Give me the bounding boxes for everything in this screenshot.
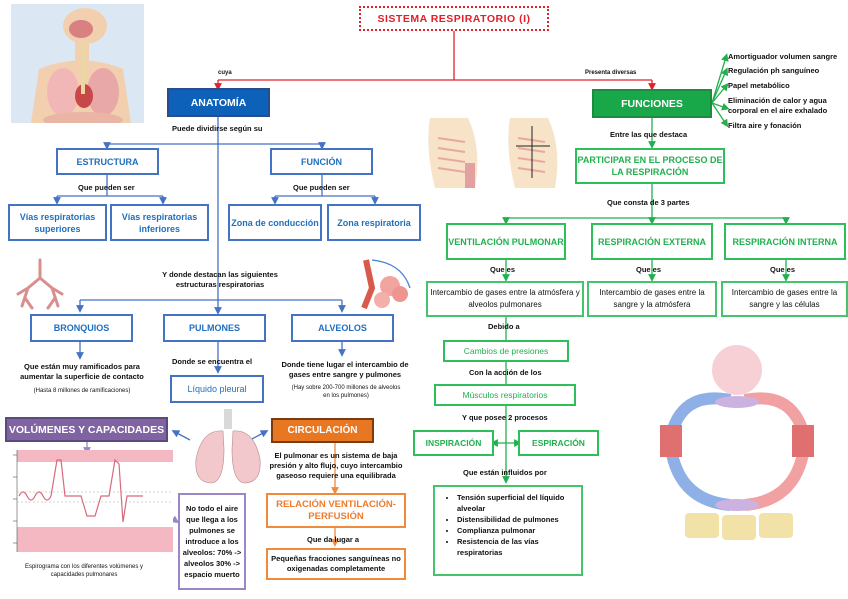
- spirogram-image: [3, 450, 173, 558]
- anatomy-divide-label: Puede dividirse según su: [172, 124, 263, 133]
- expiration-node: ESPIRACIÓN: [518, 430, 599, 456]
- volumes-node: VOLÚMENES Y CAPACIDADES: [5, 417, 168, 442]
- processes-label: Y que posee 2 procesos: [462, 413, 548, 422]
- page-title: SISTEMA RESPIRATORIO (I): [359, 6, 549, 31]
- air-distribution-note: No todo el aire que llega a los pulmones…: [178, 493, 246, 590]
- function-item: Amortiguador volumen sangre: [728, 52, 838, 61]
- pleural-fluid-node: Líquido pleural: [170, 375, 264, 403]
- bronchi-note: (Hasta 8 millones de ramificaciones): [33, 388, 131, 394]
- internal-desc-node: Intercambio de gases entre la sangre y l…: [721, 281, 848, 317]
- alveoli-icon: [361, 259, 411, 310]
- lower-airways-node: Vías respiratorias inferiores: [110, 204, 209, 241]
- action-label: Con la acción de los: [469, 368, 542, 377]
- functions-highlight-label: Entre las que destaca: [610, 130, 688, 139]
- bronchi-image: [14, 258, 66, 313]
- bronchi-icon: [16, 258, 64, 310]
- function-item: Eliminación de calor y agua corporal en …: [728, 96, 828, 115]
- parts-label: Que consta de 3 partes: [607, 198, 690, 207]
- structure-node: ESTRUCTURA: [56, 148, 159, 175]
- relation-sub-label: Que da lugar a: [307, 535, 360, 544]
- upper-airways-node: Vías respiratorias superiores: [8, 204, 107, 241]
- respiratory-system-image: [11, 4, 144, 123]
- alveoli-desc: Donde tiene lugar el intercambio de gase…: [281, 360, 409, 379]
- pulmonary-ventilation-node: VENTILACIÓN PULMONAR: [446, 223, 566, 260]
- ventilation-desc-node: Intercambio de gases entre la atmósfera …: [426, 281, 584, 317]
- alveoli-image: [352, 258, 412, 313]
- connector-label-left: cuya: [218, 70, 232, 76]
- pressure-changes-node: Cambios de presiones: [443, 340, 569, 362]
- ventilation-perfusion-node: RELACIÓN VENTILACIÓN-PERFUSIÓN: [266, 493, 406, 528]
- lungs-node: PULMONES: [163, 314, 266, 342]
- part-sub-label: Que es: [636, 265, 662, 274]
- spirogram-caption: Espirograma con los diferentes volúmenes…: [24, 564, 144, 578]
- influence-item: Resistencia de las vías respiratorias: [457, 536, 581, 558]
- result-node: Pequeñas fracciones sanguíneas no oxigen…: [266, 548, 406, 580]
- lungs-icon: [195, 409, 261, 484]
- due-label: Debido a: [488, 322, 520, 331]
- influence-item: Tensión superficial del líquido alveolar: [457, 492, 581, 514]
- circulation-desc: El pulmonar es un sistema de baja presió…: [269, 451, 403, 480]
- functions-node: FUNCIONES: [592, 89, 712, 118]
- external-respiration-node: RESPIRACIÓN EXTERNA: [591, 223, 713, 260]
- function-item: Regulación ph sanguíneo: [728, 66, 820, 75]
- influence-item: Distensibilidad de pulmones: [457, 514, 581, 525]
- respiratory-zone-node: Zona respiratoria: [327, 204, 421, 241]
- spirogram-icon: [13, 450, 173, 552]
- highlight-label: Y donde destacan las siguientes estructu…: [162, 270, 278, 289]
- function-sub-label: Que pueden ser: [293, 183, 350, 192]
- gas-exchange-image: [640, 330, 835, 545]
- part-sub-label: Que es: [490, 265, 516, 274]
- lungs-desc: Donde se encuentra el: [172, 357, 253, 366]
- influence-item: Complianza pulmonar: [457, 525, 581, 536]
- connector-label-right: Presenta diversas: [585, 70, 637, 76]
- circulation-node: CIRCULACIÓN: [271, 418, 374, 443]
- bronchi-node: BRONQUIOS: [30, 314, 133, 342]
- alveoli-note: (Hay sobre 200-700 millones de alveolos …: [291, 385, 401, 399]
- body-illustration-icon: [31, 8, 131, 123]
- gas-exchange-icon: [660, 345, 814, 540]
- influence-label: Que están influidos por: [463, 468, 547, 477]
- alveoli-node: ALVEOLOS: [291, 314, 394, 342]
- thorax-image: [420, 108, 575, 193]
- function-item: Filtra aire y fonación: [728, 121, 802, 130]
- respiratory-muscles-node: Músculos respiratorios: [434, 384, 576, 406]
- lungs-image: [192, 409, 264, 487]
- internal-respiration-node: RESPIRACIÓN INTERNA: [724, 223, 846, 260]
- function-item: Papel metabólico: [728, 81, 790, 90]
- respiration-process-node: PARTICIPAR EN EL PROCESO DE LA RESPIRACI…: [575, 148, 725, 184]
- conduction-zone-node: Zona de conducción: [228, 204, 322, 241]
- influences-box: Tensión superficial del líquido alveolar…: [433, 485, 583, 576]
- part-sub-label: Que es: [770, 265, 796, 274]
- thorax-icon: [428, 118, 558, 188]
- bronchi-desc: Que están muy ramificados para aumentar …: [20, 362, 144, 381]
- structure-sub-label: Que pueden ser: [78, 183, 135, 192]
- external-desc-node: Intercambio de gases entre la sangre y l…: [587, 281, 717, 317]
- function-node: FUNCIÓN: [270, 148, 373, 175]
- anatomy-node: ANATOMÍA: [167, 88, 270, 117]
- inspiration-node: INSPIRACIÓN: [413, 430, 494, 456]
